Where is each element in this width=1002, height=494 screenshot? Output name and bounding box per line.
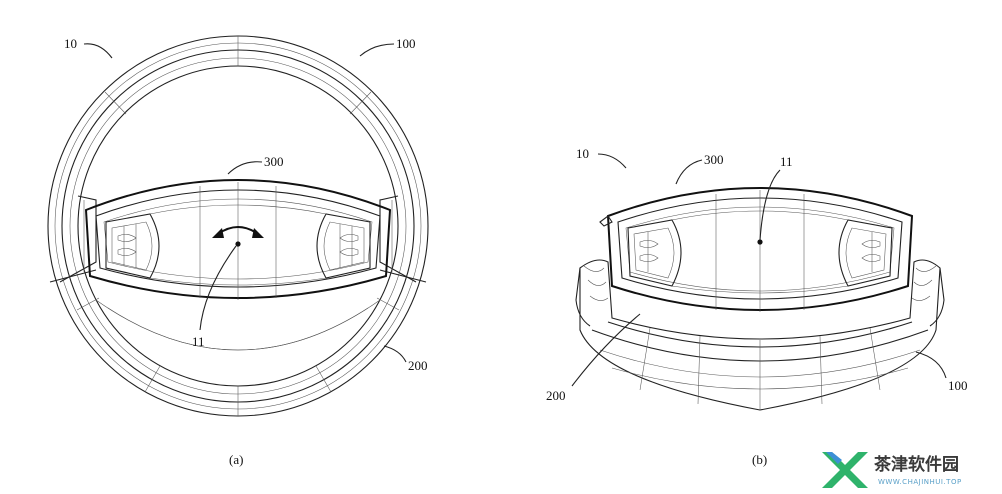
caption-b: (b) [752, 452, 767, 467]
label-200-b: 200 [546, 388, 566, 403]
label-300-b: 300 [704, 152, 724, 167]
central-module-a [84, 179, 392, 300]
lower-rim-curve [95, 299, 381, 351]
axis-point-b [757, 239, 763, 245]
label-10-a: 10 [64, 36, 77, 51]
lower-rim-curve-inner [107, 307, 369, 351]
label-100-a: 100 [396, 36, 416, 51]
label-11-a: 11 [192, 334, 205, 349]
label-100-b: 100 [948, 378, 968, 393]
watermark-logo-icon [822, 452, 868, 488]
spokes [59, 195, 417, 283]
figure-a: 10 100 300 200 11 (a) [47, 35, 429, 467]
rotation-axis-point [235, 241, 241, 247]
label-10-b: 10 [576, 146, 589, 161]
figure-b: 10 300 11 200 100 (b) [546, 146, 968, 467]
watermark: 茶津软件园 WWW.CHAJINHUI.TOP [822, 452, 962, 488]
rim-segment-lines [49, 36, 427, 416]
label-300-a: 300 [264, 154, 284, 169]
central-module-b [599, 187, 914, 312]
rim-lower-b [575, 259, 945, 411]
label-200-a: 200 [408, 358, 428, 373]
watermark-text-cn: 茶津软件园 [874, 454, 959, 475]
caption-a: (a) [229, 452, 243, 467]
watermark-text-en: WWW.CHAJINHUI.TOP [878, 478, 962, 486]
rotation-arrow [212, 226, 264, 238]
label-11-b: 11 [780, 154, 793, 169]
